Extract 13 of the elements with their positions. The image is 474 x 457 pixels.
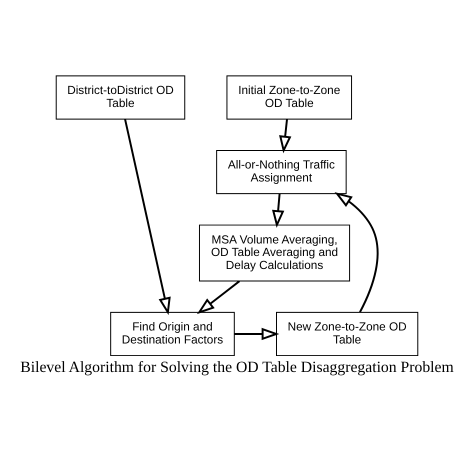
node-box: Find Origin and Destination Factors (110, 312, 235, 356)
arrow (272, 194, 284, 228)
node-box: MSA Volume Averaging, OD Table Averaging and Delay Calculations (198, 224, 350, 282)
arrow (279, 119, 292, 154)
arrow (234, 328, 280, 340)
node-box: New Zone-to-Zone OD Table (276, 312, 418, 356)
caption: Bilevel Algorithm for Solving the OD Table Disaggregation Problem (20, 359, 454, 376)
node-box: All-or-Nothing Traffic Assignment (216, 150, 347, 194)
node-box: Initial Zone-to-Zone OD Table (226, 75, 352, 120)
node-box: District-toDistrict OD Table (56, 75, 186, 120)
arrow (334, 192, 379, 313)
arrow (196, 280, 240, 314)
arrow (124, 119, 171, 316)
